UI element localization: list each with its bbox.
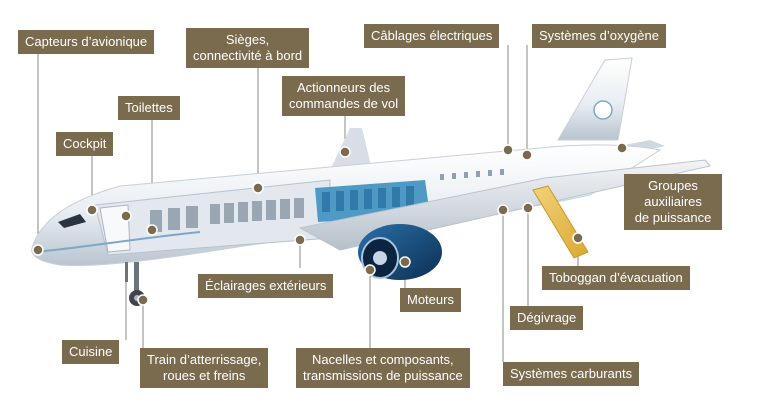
label-toboggan-evacuation: Toboggan d’évacuation — [542, 266, 690, 290]
label-degivrage: Dégivrage — [510, 306, 584, 330]
label-actionneurs-commandes-vol: Actionneurs des commandes de vol — [282, 76, 406, 116]
label-cuisine: Cuisine — [62, 340, 120, 364]
label-systemes-oxygene: Systèmes d’oxygène — [532, 24, 666, 48]
label-sieges-connectivite: Sièges, connectivité à bord — [186, 28, 310, 68]
label-eclairages-exterieurs: Éclairages extérieurs — [198, 274, 334, 298]
label-train-atterrissage: Train d’atterrissage, roues et freins — [140, 348, 269, 388]
marker-dots — [32, 142, 628, 306]
label-cablages-electriques: Câblages électriques — [364, 24, 500, 48]
label-moteurs: Moteurs — [400, 288, 461, 312]
label-capteurs-avionique: Capteurs d’avionique — [18, 30, 155, 54]
label-cockpit: Cockpit — [56, 132, 114, 156]
label-groupes-auxiliaires: Groupes auxiliaires de puissance — [624, 174, 722, 230]
label-systemes-carburants: Systèmes carburants — [503, 362, 640, 386]
label-nacelles-composants: Nacelles et composants, transmissions de… — [296, 348, 470, 388]
label-toilettes: Toilettes — [118, 96, 180, 120]
